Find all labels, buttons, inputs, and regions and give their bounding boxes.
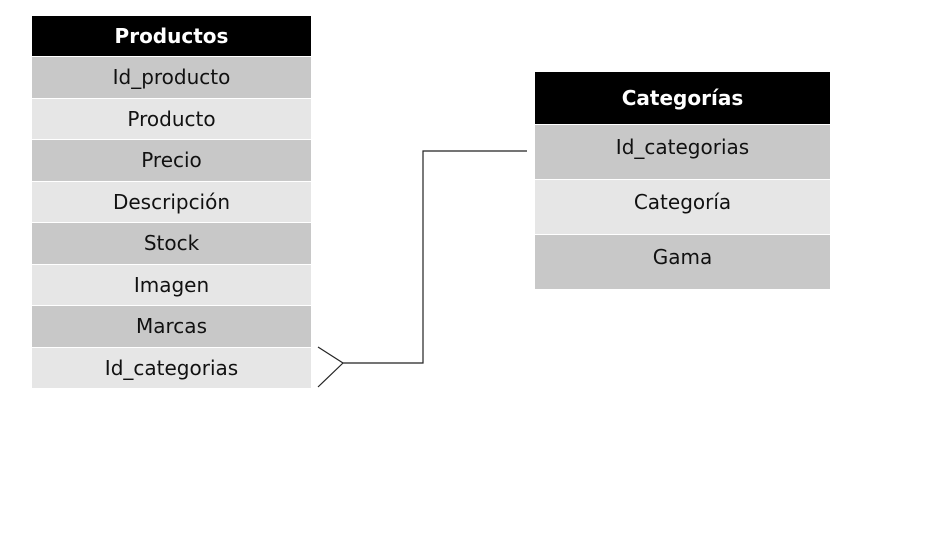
crows-foot-upper — [317, 346, 344, 364]
categorias-table: Categorías Id_categorias Categoría Gama — [535, 72, 830, 289]
productos-field-precio: Precio — [32, 139, 311, 181]
productos-field-id-producto: Id_producto — [32, 56, 311, 98]
categorias-field-gama: Gama — [535, 234, 830, 289]
relationship-line — [343, 150, 527, 364]
productos-field-descripcion: Descripción — [32, 180, 311, 222]
categorias-field-id-categorias: Id_categorias — [535, 124, 830, 179]
productos-field-producto: Producto — [32, 97, 311, 139]
productos-field-stock: Stock — [32, 222, 311, 264]
productos-field-imagen: Imagen — [32, 263, 311, 305]
categorias-table-title: Categorías — [535, 72, 830, 124]
crows-foot-lower — [317, 362, 344, 388]
productos-field-id-categorias: Id_categorias — [32, 346, 311, 388]
productos-field-marcas: Marcas — [32, 305, 311, 347]
categorias-field-categoria: Categoría — [535, 179, 830, 234]
productos-table: Productos Id_producto Producto Precio De… — [32, 16, 311, 388]
productos-table-title: Productos — [32, 16, 311, 56]
